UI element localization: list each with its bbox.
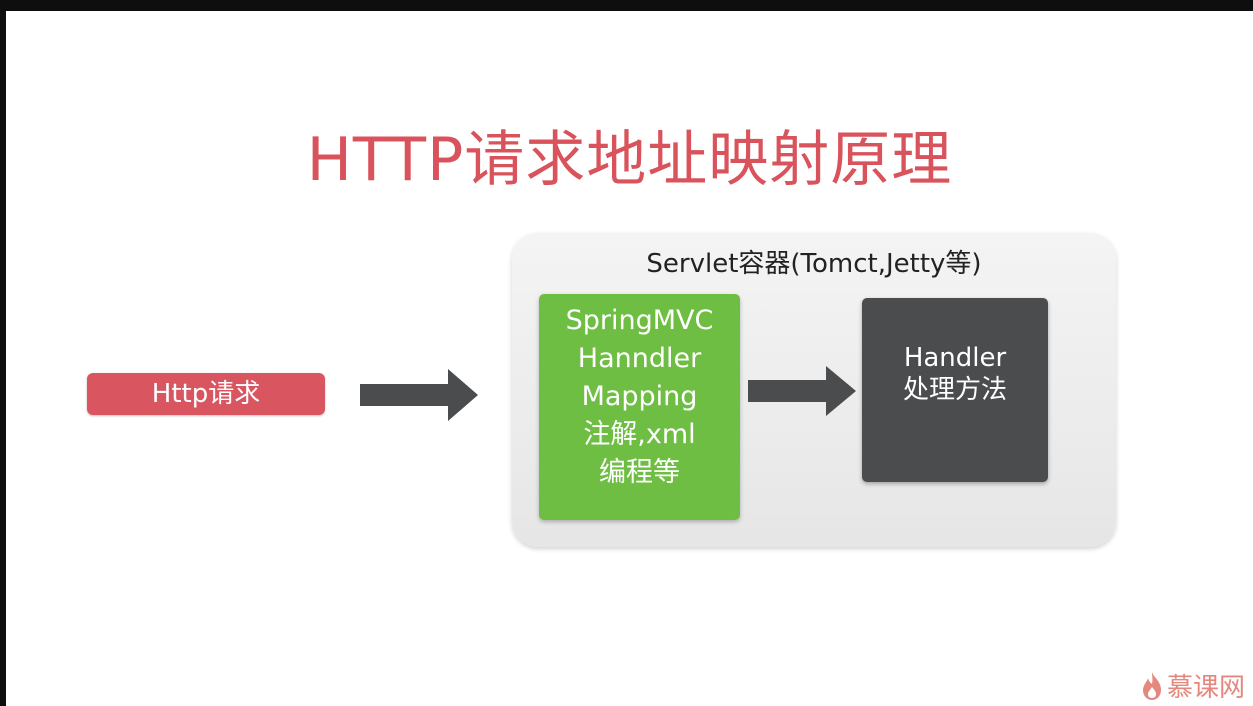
handler-line: 处理方法 — [902, 375, 1007, 405]
flame-icon — [1142, 671, 1161, 700]
mapping-line: SpringMVC — [565, 305, 714, 336]
watermark: 慕课网 — [1141, 667, 1245, 704]
mapping-line: Hanndler — [577, 343, 702, 374]
http-request-box: Http请求 — [87, 373, 325, 415]
watermark-text: 慕课网 — [1166, 673, 1245, 703]
arrow-mapping-to-handler — [748, 366, 856, 416]
handler-line: Handler — [903, 343, 1007, 373]
slide-title: HTTP请求地址映射原理 — [306, 125, 953, 195]
mapping-line: 编程等 — [599, 457, 680, 488]
servlet-container-title: Servlet容器(Tomct,Jetty等) — [646, 249, 982, 279]
handler-box: Handler 处理方法 — [862, 298, 1048, 482]
mapping-line: Mapping — [581, 381, 698, 412]
slide: HTTP请求地址映射原理 Http请求 Servlet容器(Tomct,Jett… — [6, 11, 1253, 706]
mapping-line: 注解,xml — [583, 419, 696, 450]
arrow-request-to-container — [360, 369, 478, 421]
handler-mapping-box: SpringMVC Hanndler Mapping 注解,xml 编程等 — [539, 294, 740, 520]
